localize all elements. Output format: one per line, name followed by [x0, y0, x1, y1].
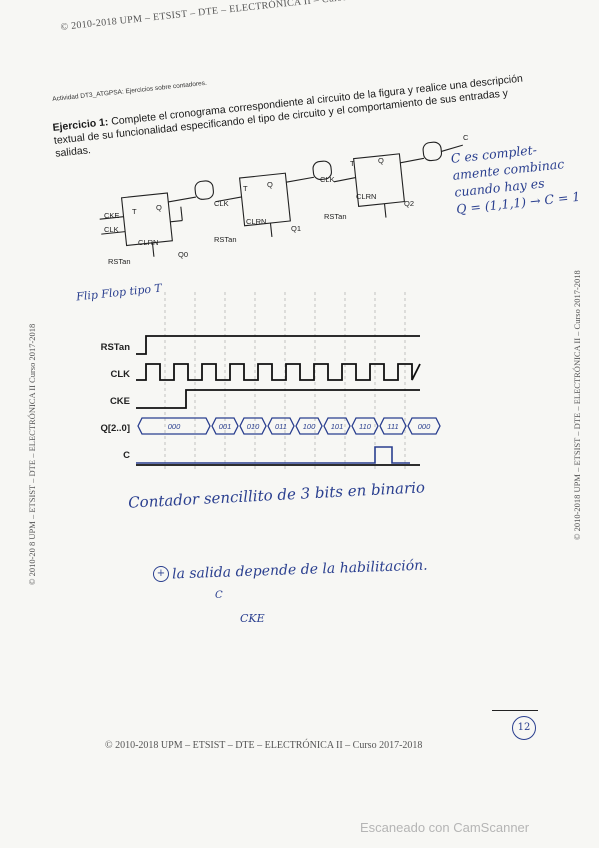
ff1-clk-label: CLK [214, 199, 229, 208]
q-value-label: 100 [303, 422, 316, 431]
ff1-clr-label: CLRN [246, 217, 266, 226]
flipflop-2 [353, 153, 405, 207]
sig-q-label: Q[2..0] [100, 423, 130, 434]
description-note: Contador sencillito de 3 bits en binario [127, 478, 426, 512]
q-segment [351, 417, 379, 435]
q-bus-wave: 000 001 010 011 100 101 110 111 000 [137, 417, 441, 435]
ff1-q-label: Q [267, 180, 273, 189]
circled-mark: + [153, 566, 169, 582]
enable-note-cke: CKE [240, 612, 265, 625]
rst-input-1: RSTan [214, 235, 237, 244]
q-value-label: 000 [418, 422, 431, 431]
q-segment [211, 417, 239, 435]
sig-cke-label: CKE [110, 396, 130, 407]
sig-clk-label: CLK [110, 369, 130, 380]
handwritten-note: C es complet- amente combinac cuando hay… [450, 137, 581, 218]
rst-input-0: RSTan [108, 257, 131, 266]
timing-diagram: RSTan CLK CKE Q[2..0] C 000 001 010 011 100 1… [100, 290, 441, 470]
sig-rstan-label: RSTan [101, 342, 131, 353]
right-watermark: © 2010-2018 UPM – ETSIST – DTE – ELECTRÓ… [572, 270, 582, 540]
page-number: 12 [512, 716, 536, 740]
ff2-clr-label: CLRN [356, 192, 376, 201]
ff2-t-label: T [350, 159, 355, 168]
q-value-label: 011 [275, 422, 287, 431]
q-segment [137, 417, 211, 435]
cke-input-label: CKE [104, 211, 119, 220]
q-segment [239, 417, 267, 435]
ff0-clr-label: CLRN [138, 238, 158, 247]
q-segment [407, 417, 441, 435]
ff0-out-label: Q0 [178, 250, 188, 259]
ff2-out-label: Q2 [404, 199, 414, 208]
q-value-label: 010 [247, 422, 260, 431]
ff2-clk-label: CLK [320, 175, 335, 184]
cke-wave [136, 389, 420, 409]
ff0-q-label: Q [156, 203, 162, 212]
rstan-wave [136, 335, 420, 355]
q-segment [295, 417, 323, 435]
ff1-out-label: Q1 [291, 224, 301, 233]
and-gate-0 [194, 180, 214, 200]
c-wave [136, 446, 410, 464]
footer-watermark: © 2010-2018 UPM – ETSIST – DTE – ELECTRÓ… [105, 740, 423, 751]
q-value-label: 101 [331, 422, 344, 431]
enable-note-c: C [215, 590, 223, 601]
and-gate-1 [312, 160, 332, 181]
sig-c-label: C [123, 450, 130, 461]
clk-wave [136, 363, 421, 381]
left-watermark: © 2010-20 8 UPM – ETSIST – DTE – ELECTRÓ… [27, 323, 37, 585]
flipflop-0 [120, 192, 173, 247]
q-segment [323, 417, 351, 435]
q-value-label: 110 [359, 422, 372, 431]
q-segment [379, 417, 407, 435]
enable-note: la salida depende de la habilitación. [171, 557, 428, 583]
ff0-t-label: T [132, 207, 137, 216]
ff1-t-label: T [243, 184, 248, 193]
rst-input-2: RSTan [324, 212, 347, 221]
and-gate-2 [422, 141, 443, 162]
circuit-diagram: T Q CLRN Q0 CKE CLK RSTan T Q CLK CLRN Q… [99, 133, 469, 266]
ff2-q-label: Q [378, 156, 384, 165]
clk-input-label: CLK [104, 225, 119, 234]
q-value-label: 000 [168, 422, 181, 431]
page-number-underline [492, 710, 538, 711]
scanner-caption: Escaneado con CamScanner [360, 820, 530, 835]
q-value-label: 111 [387, 422, 398, 431]
flipflop-1 [238, 172, 291, 227]
output-c-label: C [463, 133, 469, 142]
q-value-label: 001 [219, 422, 232, 431]
q-segment [267, 417, 295, 435]
